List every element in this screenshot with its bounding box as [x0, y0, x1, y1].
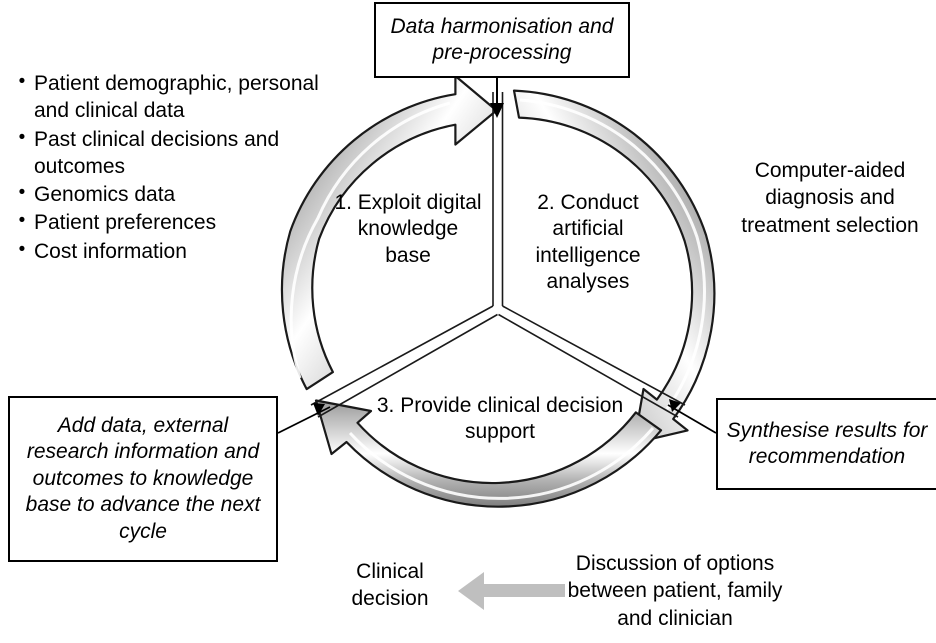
list-item-label: Cost information — [34, 239, 187, 263]
list-item-label: Patient preferences — [34, 211, 217, 235]
callout-box-top-label: Data harmonisation and pre-processing — [390, 14, 614, 64]
cycle-arrow-2 — [512, 89, 716, 445]
list-item: • Genomics data — [10, 181, 330, 208]
segment-divider-lines — [310, 92, 686, 418]
callout-computer-aided-diagnosis: Computer-aided diagnosis and treatment s… — [741, 159, 919, 237]
list-item-label: Past clinical decisions and outcomes — [34, 127, 280, 178]
list-item-label: Genomics data — [34, 183, 176, 207]
connector-top — [490, 78, 504, 118]
callout-box-data-harmonisation: Data harmonisation and pre-processing — [374, 2, 630, 78]
callout-discussion-of-options: Discussion of options between patient, f… — [567, 552, 783, 630]
bullet-icon: • — [18, 126, 26, 148]
bullet-icon: • — [18, 182, 26, 204]
list-item: • Patient preferences — [10, 209, 330, 236]
callout-box-left-label: Add data, external research information … — [25, 413, 261, 543]
callout-box-add-data-knowledge-base: Add data, external research information … — [8, 396, 278, 562]
callout-box-right-label: Synthesise results for recommendation — [726, 418, 928, 468]
bullet-icon: • — [18, 71, 26, 92]
connector-right — [667, 399, 717, 434]
bullet-icon: • — [18, 238, 26, 260]
bullet-icon: • — [18, 210, 26, 232]
list-item-label: Patient demographic, personal and clinic… — [34, 72, 319, 123]
input-bullet-list: • Patient demographic, personal and clin… — [10, 70, 330, 266]
cycle-segment-label-1: 1. Exploit digital knowledge base — [334, 191, 482, 267]
list-item: • Past clinical decisions and outcomes — [10, 126, 330, 181]
callout-clinical-decision: Clinical decision — [351, 560, 429, 611]
clinical-decision-arrow-icon — [458, 572, 565, 610]
cycle-segment-label-2: 2. Conduct artificial intelligence analy… — [535, 191, 641, 294]
cycle-arrow-3 — [314, 399, 663, 508]
list-item: • Cost information — [10, 238, 330, 265]
callout-box-synthesise-results: Synthesise results for recommendation — [716, 398, 936, 490]
list-item: • Patient demographic, personal and clin… — [10, 70, 330, 125]
connector-left — [277, 403, 331, 434]
cycle-segment-label-3: 3. Provide clinical decision support — [376, 394, 624, 444]
